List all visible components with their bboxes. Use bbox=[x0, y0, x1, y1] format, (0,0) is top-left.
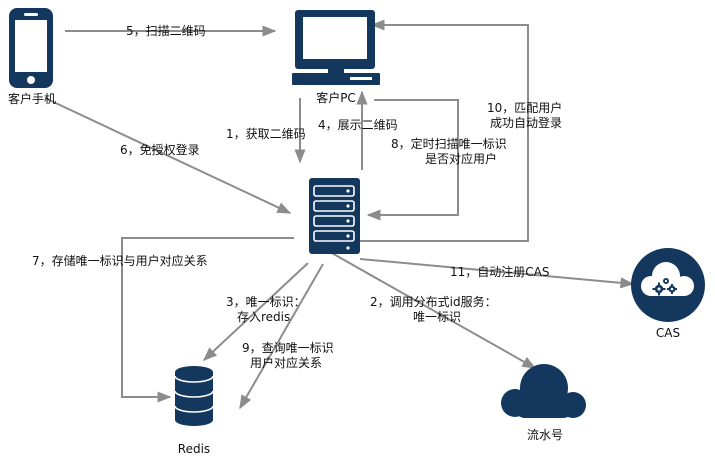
cas-label: CAS bbox=[655, 326, 681, 340]
edge-label-7: 7，存储唯一标识与用户对应关系 bbox=[32, 254, 208, 268]
serial-label: 流水号 bbox=[526, 428, 563, 442]
pc-label: 客户PC bbox=[316, 91, 356, 105]
edge-9-query-mapping bbox=[239, 263, 324, 410]
edge-label-8-line2: 是否对应用户 bbox=[425, 152, 498, 166]
smartphone-icon bbox=[9, 8, 53, 88]
desktop-monitor-icon bbox=[292, 10, 380, 85]
edge-label-10-line1: 10，匹配用户 bbox=[487, 101, 563, 115]
edge-label-2-line1: 2，调用分布式id服务： bbox=[370, 295, 497, 309]
edge-2-call-id-service bbox=[329, 251, 537, 369]
edge-label-3-line1: 3，唯一标识： bbox=[226, 295, 306, 309]
edge-label-5: 5，扫描二维码 bbox=[126, 24, 206, 38]
edge-label-4: 4，展示二维码 bbox=[318, 118, 398, 132]
redis-label: Redis bbox=[177, 442, 211, 456]
edge-label-9-line1: 9，查询唯一标识 bbox=[242, 341, 334, 355]
edge-10-auto-login bbox=[312, 19, 529, 242]
server-rack-icon bbox=[309, 178, 360, 254]
cloud-gears-icon bbox=[631, 248, 705, 322]
edge-label-8-line1: 8，定时扫描唯一标识 bbox=[391, 137, 507, 151]
database-icon bbox=[174, 366, 214, 426]
edge-label-11: 11，自动注册CAS bbox=[450, 265, 550, 279]
cloud-icon bbox=[501, 364, 586, 418]
edge-label-10-line2: 成功自动登录 bbox=[490, 116, 563, 130]
edge-11-register-cas bbox=[359, 258, 635, 289]
edge-3-store-redis bbox=[202, 262, 309, 361]
edge-label-6: 6，免授权登录 bbox=[120, 143, 200, 157]
edge-label-9-line2: 用户对应关系 bbox=[250, 356, 323, 370]
phone-label: 客户手机 bbox=[7, 92, 56, 106]
edge-6-login bbox=[44, 97, 292, 214]
edge-7-store-mapping bbox=[121, 237, 294, 403]
edge-label-3-line2: 存入redis bbox=[237, 310, 291, 324]
edge-label-2-line2: 唯一标识 bbox=[413, 310, 462, 324]
edge-label-1: 1，获取二维码 bbox=[226, 127, 306, 141]
edge-8-poll bbox=[366, 99, 459, 221]
